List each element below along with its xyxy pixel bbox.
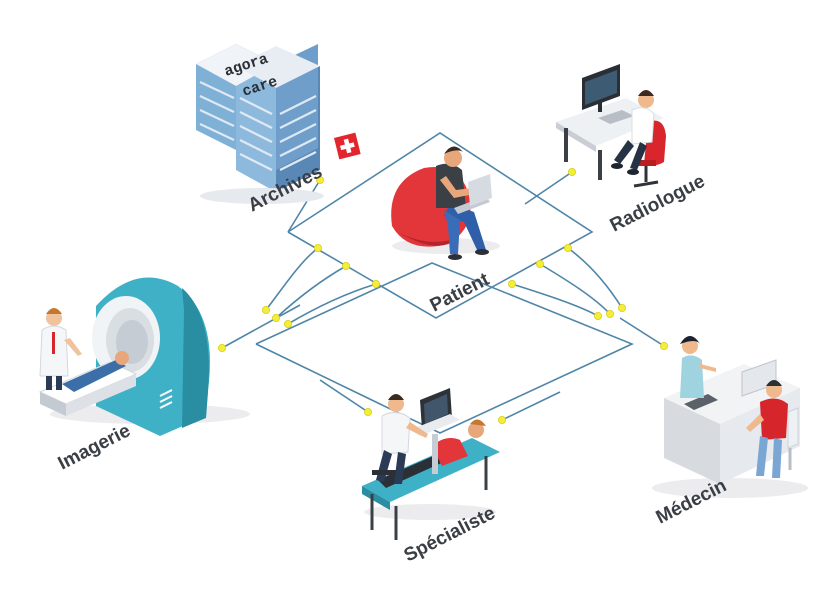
node (217, 343, 226, 352)
lower-diamond-line (255, 262, 635, 434)
link-medecin (619, 317, 665, 347)
patient-laptop-icon (391, 146, 500, 260)
node (660, 341, 669, 350)
left-braid-2 (275, 265, 347, 319)
node (564, 243, 573, 252)
right-braid-3 (567, 247, 623, 309)
link-radiologue (524, 171, 573, 205)
link-specialiste-left (319, 379, 369, 413)
link-imagerie (221, 304, 301, 349)
label-imagerie: Imagerie (55, 420, 134, 474)
node (618, 303, 627, 312)
doctor-office-icon (652, 336, 808, 498)
node (594, 311, 603, 320)
node (283, 319, 292, 328)
node (271, 313, 280, 322)
link-specialiste-right (501, 391, 561, 421)
node (371, 279, 380, 288)
node (363, 407, 372, 416)
radiologist-desk-icon (556, 64, 666, 188)
node (313, 243, 322, 252)
node (507, 279, 516, 288)
server-stack-icon (196, 44, 324, 204)
network-lines (221, 132, 665, 434)
node (536, 259, 545, 268)
left-braid-1 (265, 247, 319, 311)
swiss-flag-icon (334, 132, 361, 160)
mri-scanner-icon (38, 277, 250, 436)
node (606, 309, 615, 318)
network-nodes (217, 167, 669, 424)
link-archives (287, 179, 321, 233)
node (568, 167, 577, 176)
node (315, 175, 324, 184)
ultrasound-exam-icon (362, 388, 500, 540)
right-braid-2 (539, 263, 611, 315)
right-braid-1 (511, 283, 599, 317)
node (497, 415, 506, 424)
left-braid-3 (287, 283, 377, 325)
node (261, 305, 270, 314)
node (341, 261, 350, 270)
upper-diamond-line (287, 132, 594, 319)
